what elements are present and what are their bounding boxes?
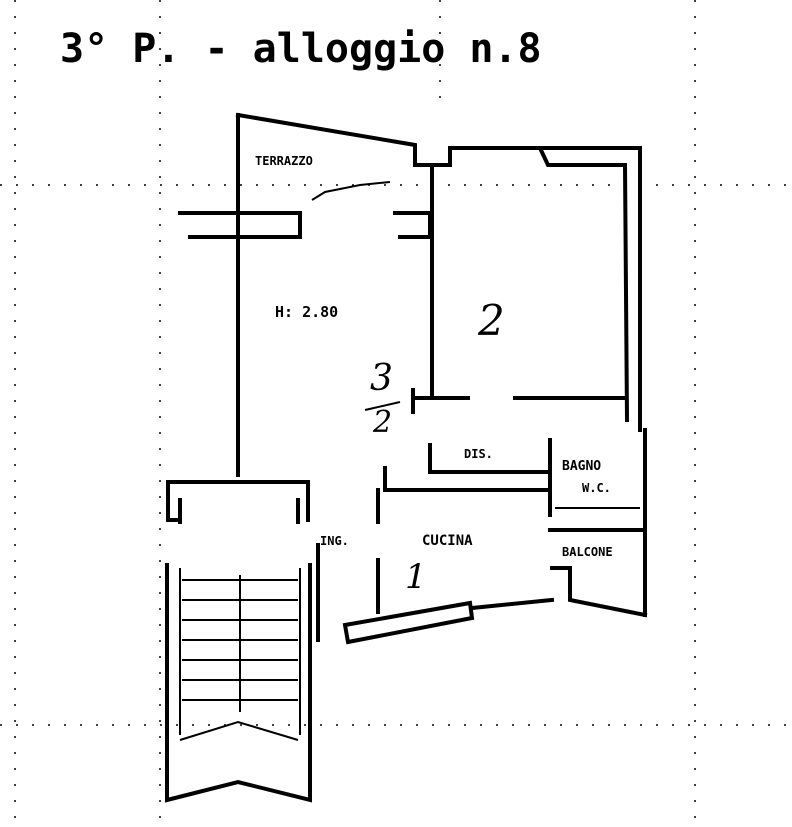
label-hall: DIS.: [464, 447, 493, 461]
label-entrance: ING.: [320, 534, 349, 548]
label-balcony: BALCONE: [562, 545, 613, 559]
kitchen-to-balcony: [469, 597, 555, 611]
wall-kitchen-bottom: [342, 600, 475, 645]
wall-pillar: [393, 211, 432, 239]
label-wc: W.C.: [582, 481, 611, 495]
wall-right-outer: [538, 146, 642, 432]
label-room3-sub: 2: [372, 405, 392, 440]
wall-dis: [428, 443, 552, 474]
plan-title: 3° P. - alloggio n.8: [60, 26, 542, 72]
label-terrace: TERRAZZO: [255, 154, 313, 168]
label-height: H: 2.80: [275, 303, 338, 321]
wall-ledge-left: [178, 211, 302, 239]
label-room3: 3: [370, 358, 393, 399]
room-labels: TERRAZZO H: 2.80 2 3 2 DIS. BAGNO W.C. I…: [255, 154, 613, 597]
terrace-door-swing: [311, 181, 391, 201]
walls: [166, 112, 648, 645]
landing: [166, 480, 310, 522]
label-room2: 2: [477, 296, 505, 345]
wall-terrace-top: [235, 112, 630, 423]
staircase: [165, 563, 312, 803]
wall-balcony: [550, 566, 648, 618]
wall-dis-return: [383, 466, 550, 492]
label-bathroom: BAGNO: [562, 459, 601, 474]
stair-treads: [182, 579, 298, 701]
label-kitchen: CUCINA: [422, 533, 473, 549]
label-kitchen-number: 1: [405, 557, 427, 597]
stair-bottom: [165, 718, 312, 803]
